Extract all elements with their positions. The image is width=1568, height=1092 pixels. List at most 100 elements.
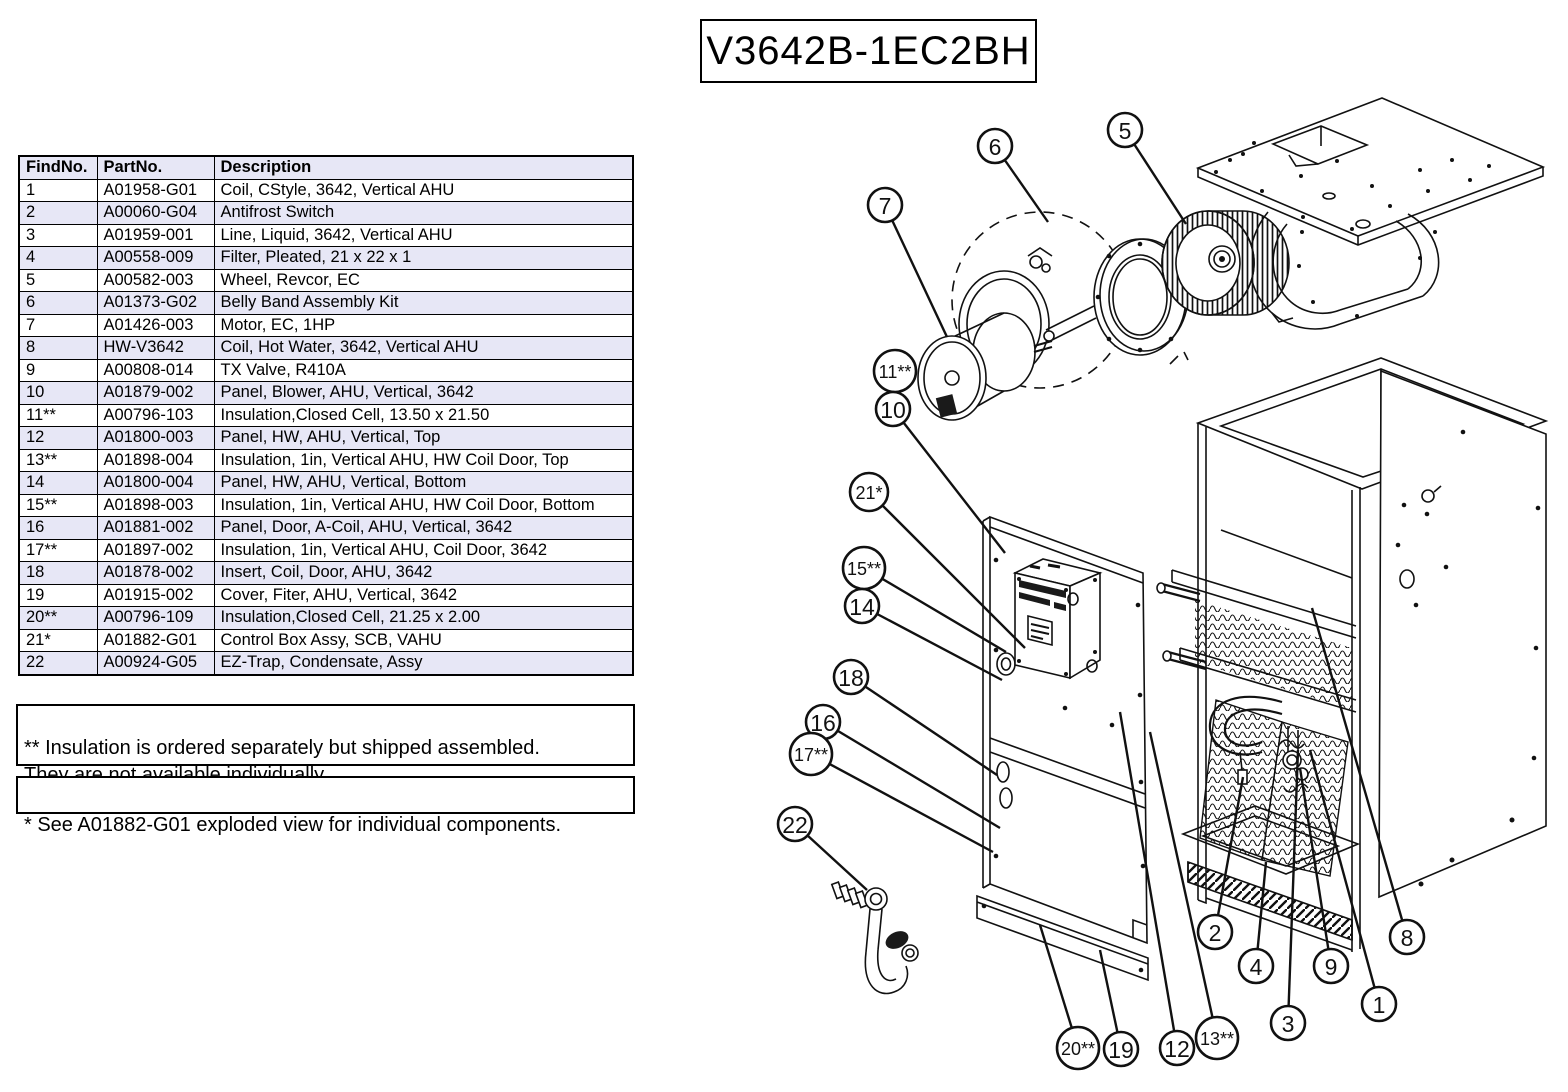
- table-cell: A01426-003: [96, 313, 215, 337]
- svg-text:22: 22: [782, 812, 808, 838]
- svg-text:13**: 13**: [1200, 1029, 1234, 1049]
- table-cell: 16: [18, 516, 98, 540]
- callout-10: 10: [874, 390, 1006, 554]
- control-box: [1012, 558, 1103, 680]
- table-cell: TX Valve, R410A: [213, 358, 634, 382]
- table-cell: EZ-Trap, Condensate, Assy: [213, 651, 634, 675]
- table-cell: A00558-009: [96, 246, 215, 270]
- table-cell: 14: [18, 471, 98, 495]
- table-cell: 6: [18, 291, 98, 315]
- table-cell: 17**: [18, 538, 98, 562]
- note-insulation-text: ** Insulation is ordered separately but …: [24, 737, 540, 786]
- svg-text:16: 16: [810, 710, 836, 736]
- model-title-box: V3642B-1EC2BH: [700, 19, 1037, 83]
- table-cell: 20**: [18, 606, 98, 630]
- table-cell: A01915-002: [96, 583, 215, 607]
- table-cell: Line, Liquid, 3642, Vertical AHU: [213, 223, 634, 247]
- callout-14: 14: [843, 587, 1003, 682]
- table-cell: Cover, Fiter, AHU, Vertical, 3642: [213, 583, 634, 607]
- table-cell: Panel, Door, A-Coil, AHU, Vertical, 3642: [213, 516, 634, 540]
- callout-7: 7: [866, 186, 949, 338]
- callout-18: 18: [832, 658, 998, 776]
- table-cell: Panel, Blower, AHU, Vertical, 3642: [213, 381, 634, 405]
- table-cell: 9: [18, 358, 98, 382]
- note-insulation: ** Insulation is ordered separately but …: [16, 704, 635, 786]
- table-cell: Filter, Pleated, 21 x 22 x 1: [213, 246, 634, 270]
- table-cell: Insert, Coil, Door, AHU, 3642: [213, 561, 634, 585]
- table-cell: 1: [18, 178, 98, 202]
- note-control-box: * See A01882-G01 exploded view for indiv…: [16, 776, 635, 836]
- table-cell: A01878-002: [96, 561, 215, 585]
- callout-16: 16: [804, 703, 1001, 830]
- ez-trap: [830, 881, 919, 995]
- filter-cover: [976, 894, 1149, 982]
- table-cell: Panel, HW, AHU, Vertical, Bottom: [213, 471, 634, 495]
- callout-8: 8: [1310, 607, 1426, 956]
- table-cell: A01898-003: [96, 493, 215, 517]
- table-cell: A01898-004: [96, 448, 215, 472]
- svg-text:11**: 11**: [879, 362, 912, 382]
- callout-15ss: 15**: [841, 545, 1007, 654]
- table-cell: A00796-103: [96, 403, 215, 427]
- table-cell: Insulation,Closed Cell, 13.50 x 21.50: [213, 403, 634, 427]
- svg-text:21*: 21*: [855, 483, 882, 503]
- table-cell: Insulation, 1in, Vertical AHU, HW Coil D…: [213, 448, 634, 472]
- table-cell: A01879-002: [96, 381, 215, 405]
- svg-text:9: 9: [1325, 954, 1338, 980]
- svg-text:8: 8: [1401, 925, 1414, 951]
- svg-text:5: 5: [1119, 118, 1132, 144]
- model-title: V3642B-1EC2BH: [706, 28, 1031, 73]
- callout-2: 2: [1196, 776, 1245, 951]
- table-cell: 7: [18, 313, 98, 337]
- callout-19: 19: [1098, 949, 1140, 1068]
- svg-text:14: 14: [849, 594, 875, 620]
- table-cell: HW-V3642: [96, 336, 215, 360]
- table-cell: 18: [18, 561, 98, 585]
- callout-3: 3: [1269, 749, 1307, 1042]
- callout-5: 5: [1106, 111, 1188, 225]
- svg-text:2: 2: [1209, 920, 1222, 946]
- table-cell: 21*: [18, 628, 98, 652]
- table-cell: 11**: [18, 403, 98, 427]
- table-cell: Coil, Hot Water, 3642, Vertical AHU: [213, 336, 634, 360]
- callout-1: 1: [1308, 749, 1398, 1023]
- table-cell: 22: [18, 651, 98, 675]
- motor: [917, 312, 1053, 421]
- table-cell: A01800-003: [96, 426, 215, 450]
- table-cell: Insulation, 1in, Vertical AHU, HW Coil D…: [213, 493, 634, 517]
- callout-6: 6: [976, 127, 1049, 223]
- table-cell: A00924-G05: [96, 651, 215, 675]
- svg-text:19: 19: [1108, 1037, 1134, 1063]
- svg-text:10: 10: [880, 397, 906, 423]
- table-cell: A01882-G01: [96, 628, 215, 652]
- note-control-box-text: * See A01882-G01 exploded view for indiv…: [24, 814, 562, 836]
- parts-table-header-row: FindNo. PartNo. Description: [18, 155, 634, 180]
- svg-text:6: 6: [989, 134, 1002, 160]
- callout-21s: 21*: [848, 471, 1026, 649]
- callout-17ss: 17**: [788, 731, 994, 854]
- table-cell: A01897-002: [96, 538, 215, 562]
- col-header-description: Description: [213, 155, 634, 180]
- base-filter-rack: [1180, 805, 1361, 942]
- table-cell: A01959-001: [96, 223, 215, 247]
- table-cell: 10: [18, 381, 98, 405]
- table-cell: A00796-109: [96, 606, 215, 630]
- table-cell: Insulation,Closed Cell, 21.25 x 2.00: [213, 606, 634, 630]
- table-cell: A01881-002: [96, 516, 215, 540]
